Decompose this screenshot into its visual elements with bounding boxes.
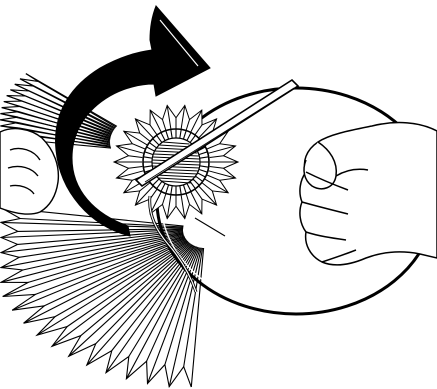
left-hand (0, 129, 58, 214)
right-hand (300, 123, 437, 265)
pleated-fan-lower (1, 208, 225, 387)
